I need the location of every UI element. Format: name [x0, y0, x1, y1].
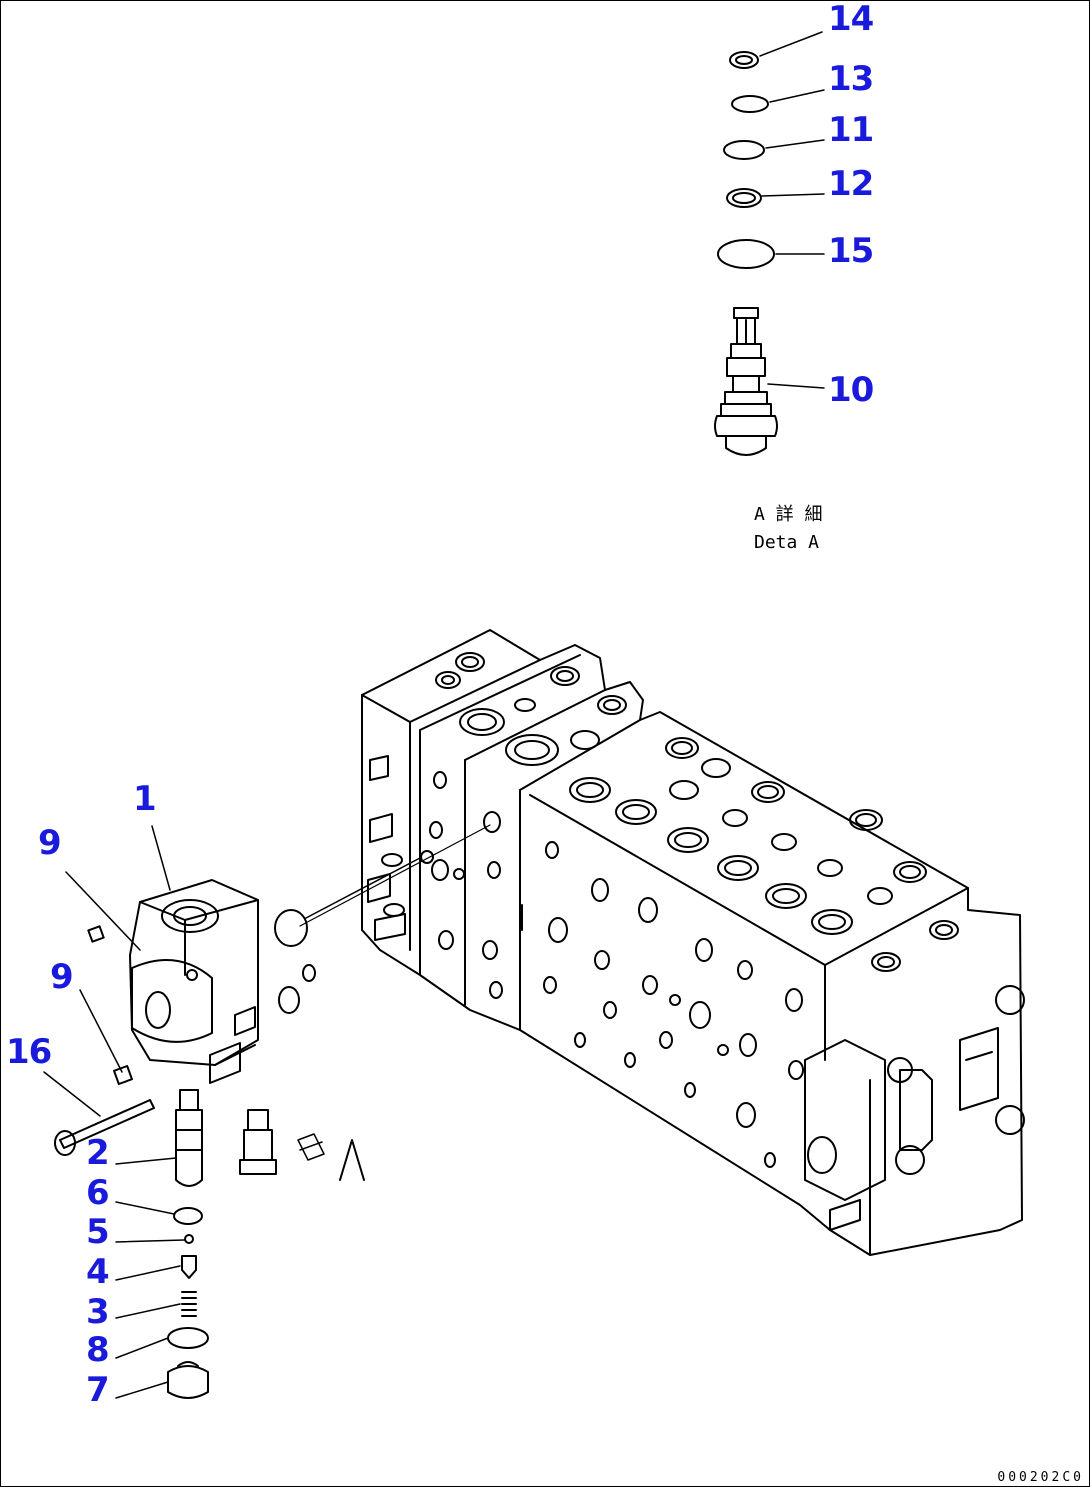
callout-9-lower: 9	[50, 957, 74, 997]
part-10-valve	[714, 307, 778, 456]
end-block	[804, 985, 1025, 1231]
reference-code: 000202C0	[997, 1470, 1084, 1485]
callout-15: 15	[828, 231, 874, 271]
part-11-oring	[723, 140, 765, 160]
callout-6: 6	[86, 1173, 110, 1213]
callout-16: 16	[6, 1032, 52, 1072]
main-valve-block	[361, 629, 1025, 1256]
callout-1: 1	[133, 779, 157, 819]
part-14-ring	[729, 51, 759, 69]
callout-7: 7	[86, 1370, 110, 1410]
callout-4: 4	[86, 1252, 110, 1292]
detail-a-marker: A	[340, 1158, 341, 1180]
relief-valve-assembly	[54, 879, 365, 1399]
callout-3: 3	[86, 1292, 110, 1332]
callout-10: 10	[828, 370, 874, 410]
detail-a-caption-en: Deta A	[754, 532, 820, 553]
front-face-holes	[429, 771, 804, 1168]
left-leaders	[43, 825, 185, 1399]
detail-a-caption-jp: A 詳 細	[754, 504, 823, 525]
callout-11: 11	[828, 110, 874, 150]
part-15-oring	[717, 239, 775, 269]
part-13-ring	[731, 95, 769, 113]
callout-9-upper: 9	[38, 823, 62, 863]
part-12-ring	[726, 188, 762, 208]
callout-8: 8	[86, 1330, 110, 1370]
detail-a-parts	[714, 31, 825, 456]
callout-14: 14	[828, 0, 874, 39]
callout-12: 12	[828, 164, 874, 204]
callout-5: 5	[86, 1212, 110, 1252]
callout-2: 2	[86, 1133, 110, 1173]
top-ports	[435, 652, 959, 972]
callout-13: 13	[828, 59, 874, 99]
